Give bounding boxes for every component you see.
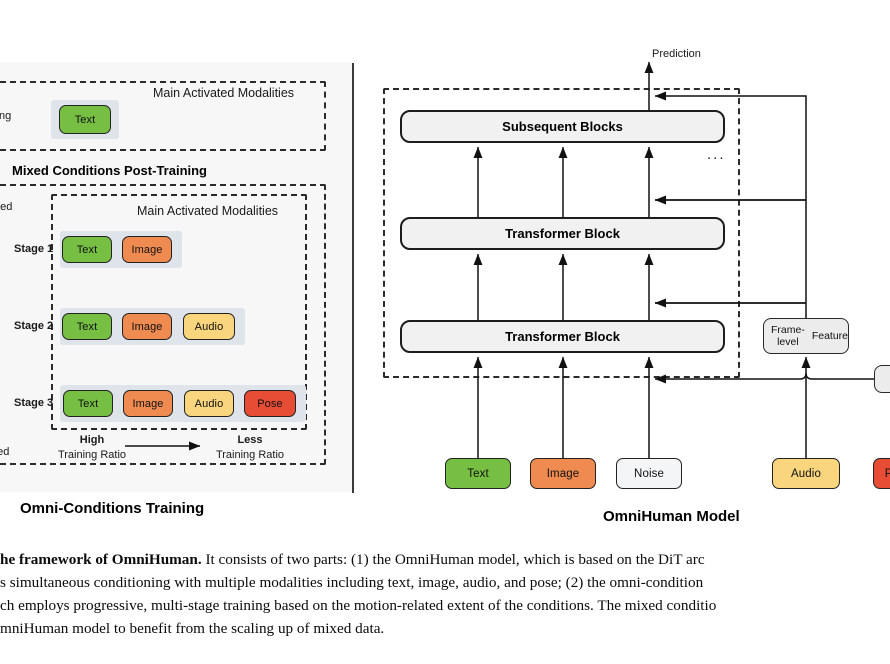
pretrain-modalities-header: Main Activated Modalities	[153, 86, 295, 100]
ellipsis-label: ...	[707, 146, 726, 163]
right-panel-caption: OmniHuman Model	[603, 508, 740, 525]
high-ratio-sub: Training Ratio	[57, 449, 127, 461]
left-panel-caption: Omni-Conditions Training	[20, 500, 205, 517]
chip-audio-stage-2[interactable]: Audio	[183, 313, 235, 340]
chip-text-stage-2[interactable]: Text	[62, 313, 112, 340]
posttrain-top-left-label: ated	[0, 201, 13, 213]
input-chip-image[interactable]: Image	[530, 458, 596, 489]
panel-divider	[352, 63, 354, 493]
pretraining-dashed-container	[0, 81, 326, 151]
frame-level-feature-line2: Feature	[811, 329, 848, 342]
chip-pose-stage-3[interactable]: Pose	[244, 390, 296, 417]
less-ratio-label: Less	[237, 434, 263, 446]
block-subsequent-blocks[interactable]: Subsequent Blocks	[400, 110, 725, 143]
pretrain-row-label-line2: ining	[0, 110, 12, 122]
chip-text-stage-3[interactable]: Text	[63, 390, 113, 417]
ratio-row-label-line2: ated	[0, 446, 10, 458]
posttraining-dashed-container	[0, 184, 326, 465]
stages-dashed-container	[51, 194, 307, 430]
stage-3-label: Stage 3	[14, 397, 54, 409]
input-chip-pose[interactable]: Pose	[873, 458, 890, 489]
chip-image-stage-3[interactable]: Image	[123, 390, 173, 417]
less-ratio-sub: Training Ratio	[215, 449, 285, 461]
input-chip-text[interactable]: Text	[445, 458, 511, 489]
input-chip-audio[interactable]: Audio	[772, 458, 840, 489]
stage-1-label: Stage 1	[14, 243, 54, 255]
prediction-label: Prediction	[652, 48, 701, 60]
chip-image-stage-2[interactable]: Image	[122, 313, 172, 340]
posttrain-modalities-header: Main Activated Modalities	[137, 204, 279, 218]
stage-2-label: Stage 2	[14, 320, 54, 332]
caption-line-1: he framework of OmniHuman. It consists o…	[0, 548, 890, 571]
input-chip-noise[interactable]: Noise	[616, 458, 682, 489]
caption-line-1-rest: It consists of two parts: (1) the OmniHu…	[201, 551, 705, 568]
chip-audio-stage-3[interactable]: Audio	[184, 390, 234, 417]
chip-text-pretrain[interactable]: Text	[59, 105, 111, 134]
caption-line-2: s simultaneous conditioning with multipl…	[0, 574, 704, 591]
figure-caption: he framework of OmniHuman. It consists o…	[0, 548, 890, 640]
block-transformer-2[interactable]: Transformer Block	[400, 320, 725, 353]
frame-level-feature-line1: Frame-level	[770, 323, 805, 348]
caption-line-3: ch employs progressive, multi-stage trai…	[0, 597, 717, 614]
high-ratio-label: High	[79, 434, 105, 446]
chip-text-stage-1[interactable]: Text	[62, 236, 112, 263]
figure-area: o ining Main Activated Modalities Text M…	[0, 48, 890, 525]
block-transformer-1[interactable]: Transformer Block	[400, 217, 725, 250]
clipped-right-box[interactable]	[874, 365, 890, 393]
caption-bold-lead: he framework of OmniHuman.	[0, 551, 202, 568]
chip-image-stage-1[interactable]: Image	[122, 236, 172, 263]
caption-line-4: mniHuman model to benefit from the scali…	[0, 620, 385, 637]
post-training-title: Mixed Conditions Post-Training	[12, 163, 207, 178]
frame-level-feature-box[interactable]: Frame-level Feature	[763, 318, 849, 354]
